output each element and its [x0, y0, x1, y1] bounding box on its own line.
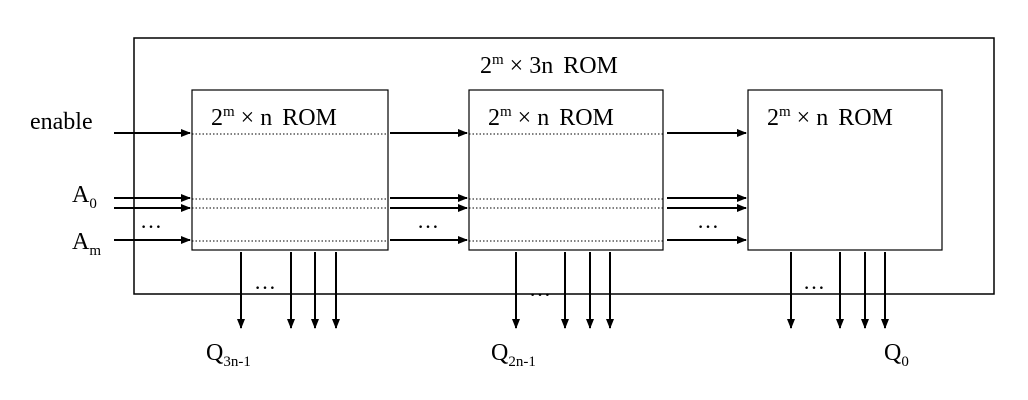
outer-rom-kind: ROM [563, 53, 618, 79]
outer-rom-times: × [510, 53, 524, 79]
output-label-q2n-1: Q2n-1 [491, 340, 536, 370]
rom-block-3: 2m ×n ROM [747, 89, 943, 251]
output-q3n-1-sub: 3n-1 [223, 354, 251, 370]
output-q2n-1-main: Q [491, 340, 508, 366]
output-label-q0: Q0 [884, 340, 909, 370]
rom-block-1-box [191, 89, 389, 251]
rom-block-1-base: 2 [211, 105, 223, 131]
output-q0-main: Q [884, 340, 901, 366]
rom-block-3-kind: ROM [838, 105, 893, 131]
rom-block-1-exp: m [223, 104, 235, 120]
output-label-q3n-1: Q3n-1 [206, 340, 251, 370]
rom-block-1-size: n [260, 105, 272, 131]
rom-block-3-base: 2 [767, 105, 779, 131]
rom-block-2-box [468, 89, 664, 251]
outer-rom-size: 3n [529, 53, 553, 79]
block-3-output-ellipsis: … [803, 269, 825, 294]
rom-block-3-box [747, 89, 943, 251]
outer-rom-base: 2 [480, 53, 492, 79]
am-sub: m [89, 243, 101, 259]
rom-block-1-kind: ROM [282, 105, 337, 131]
rom-block-2-kind: ROM [559, 105, 614, 131]
enable-label: enable [30, 109, 93, 135]
output-q0-sub: 0 [901, 354, 909, 370]
rom-block-2-exp: m [500, 104, 512, 120]
ellipsis-1-2: … [417, 208, 439, 233]
am-label: Am [72, 229, 101, 259]
a0-label: A0 [72, 182, 97, 212]
rom-block-2-label: 2m ×n ROM [488, 104, 614, 131]
rom-block-2-size: n [537, 105, 549, 131]
rom-block-3-label: 2m ×n ROM [767, 104, 893, 131]
outer-rom-exp: m [492, 52, 504, 68]
output-q2n-1-sub: 2n-1 [508, 354, 536, 370]
output-q3n-1-main: Q [206, 340, 223, 366]
rom-block-2-base: 2 [488, 105, 500, 131]
block-2-output-ellipsis: … [529, 276, 551, 301]
outer-rom-label: 2m ×3n ROM [480, 52, 618, 79]
rom-block-1-label: 2m ×n ROM [211, 104, 337, 131]
rom-block-1: 2m ×n ROM [191, 89, 389, 251]
ellipsis-2-3: … [697, 208, 719, 233]
input-ellipsis: … [140, 208, 162, 233]
block-1-output-ellipsis: … [254, 269, 276, 294]
rom-block-3-times: × [797, 105, 811, 131]
rom-block-1-times: × [241, 105, 255, 131]
rom-block-2: 2m ×n ROM [468, 89, 664, 251]
a0-sub: 0 [89, 196, 97, 212]
am-main: A [72, 229, 90, 255]
a0-main: A [72, 182, 90, 208]
rom-block-3-size: n [816, 105, 828, 131]
rom-block-3-exp: m [779, 104, 791, 120]
rom-block-2-times: × [518, 105, 532, 131]
